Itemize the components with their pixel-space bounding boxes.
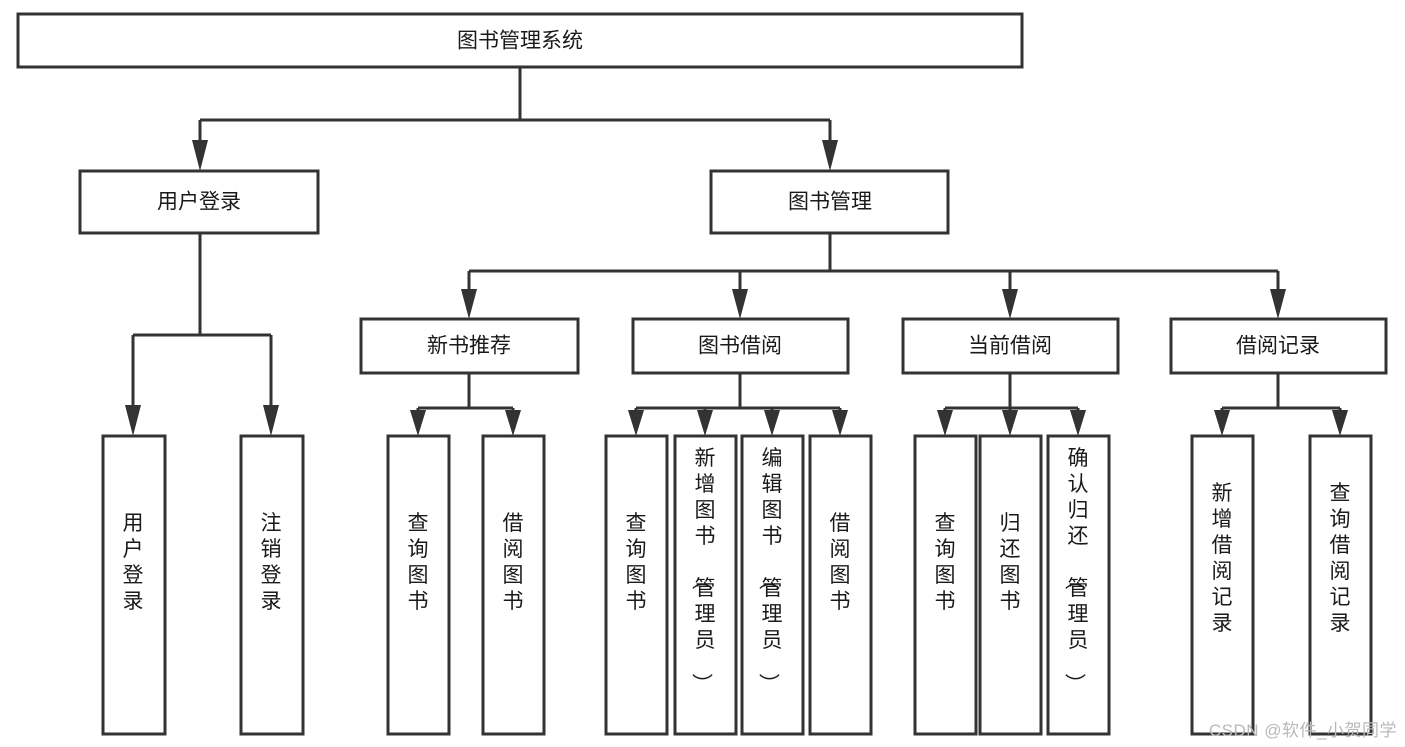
leaf-user-logout-box[interactable] [239,434,305,736]
arrow-head-leaf-user-login [125,405,141,436]
leaf-add-book-box[interactable] [673,434,738,736]
leaf-return-book-label: 归还图书 [1000,512,1021,613]
node-root[interactable]: 图书管理系统 [16,12,1024,69]
arrow-head-current-borrow [1002,289,1018,319]
leaf-user-logout-label: 注销登录 [261,512,282,613]
leaf-query-book-1[interactable]: 查询图书 [386,434,451,736]
leaf-query-book-1-label: 查询图书 [408,512,429,613]
node-borrow-record-label: 借阅记录 [1236,335,1320,358]
arrow-head-leaf-borrow-book-1 [505,410,521,436]
node-borrow-record[interactable]: 借阅记录 [1169,317,1388,375]
leaf-query-record-label: 查询借阅记录 [1330,482,1351,635]
node-book-manage-box[interactable] [709,169,950,235]
node-new-book-recommend-label: 新书推荐 [427,335,511,358]
arrow-head-leaf-borrow-book-2 [832,410,848,436]
node-book-borrow-label: 图书借阅 [698,335,782,358]
arrow-head-leaf-query-book-1 [410,410,426,436]
arrow-head-leaf-edit-book [764,410,780,436]
node-root-label: 图书管理系统 [457,30,583,53]
leaf-confirm-return-box[interactable] [1046,434,1111,736]
node-book-manage[interactable]: 图书管理 [709,169,950,235]
leaf-query-record-box[interactable] [1308,434,1373,736]
node-user-login[interactable]: 用户登录 [78,169,320,235]
leaf-query-book-2[interactable]: 查询图书 [604,434,669,736]
leaf-query-book-2-label: 查询图书 [626,512,647,613]
arrow-head-new-book-recommend [461,289,477,319]
leaf-borrow-book-1[interactable]: 借阅图书 [481,434,546,736]
node-user-login-label: 用户登录 [157,191,241,214]
leaf-confirm-return-label: 确认归还（管理员） [1063,447,1089,694]
node-current-borrow-box[interactable] [901,317,1120,375]
leaf-query-book-3-label: 查询图书 [935,512,956,613]
leaf-user-login[interactable]: 用户登录 [101,434,167,736]
leaf-return-book[interactable]: 归还图书 [978,434,1043,736]
connector-group-book-manage [461,233,1286,319]
leaf-query-record[interactable]: 查询借阅记录 [1308,434,1373,736]
leaf-borrow-book-1-box[interactable] [481,434,546,736]
leaf-edit-book-label: 编辑图书（管理员） [757,447,783,694]
connector-group-borrow-record [1214,373,1348,436]
connector-group-root [192,67,838,171]
leaf-borrow-book-1-label: 借阅图书 [503,512,524,613]
leaf-borrow-book-2-box[interactable] [808,434,873,736]
leaf-add-record-box[interactable] [1190,434,1255,736]
leaf-query-book-1-box[interactable] [386,434,451,736]
leaf-query-book-3-box[interactable] [913,434,978,736]
leaf-add-record[interactable]: 新增借阅记录 [1190,434,1255,736]
node-book-manage-label: 图书管理 [788,191,872,214]
arrow-head-leaf-add-record [1214,410,1230,436]
node-book-borrow-box[interactable] [631,317,850,375]
node-root-box[interactable] [16,12,1024,69]
arrow-head-leaf-confirm-return [1070,410,1086,436]
leaf-query-book-2-box[interactable] [604,434,669,736]
arrow-head-leaf-add-book [697,410,713,436]
node-user-login-box[interactable] [78,169,320,235]
arrow-head-bookmanage [822,140,838,171]
leaf-add-record-label: 新增借阅记录 [1212,482,1233,635]
leaf-user-login-box[interactable] [101,434,167,736]
connector-group-new-book-recommend [410,373,521,436]
node-book-borrow[interactable]: 图书借阅 [631,317,850,375]
leaf-user-login-label: 用户登录 [123,512,144,613]
arrow-head-leaf-query-book-3 [937,410,953,436]
arrow-head-leaf-query-book-2 [628,410,644,436]
connector-group-book-borrow [628,373,848,436]
leaf-edit-book-box[interactable] [740,434,805,736]
arrow-head-book-borrow [732,289,748,319]
leaf-edit-book[interactable]: 编辑图书（管理员） [740,434,805,736]
node-borrow-record-box[interactable] [1169,317,1388,375]
leaf-confirm-return[interactable]: 确认归还（管理员） [1046,434,1111,736]
arrow-head-borrow-record [1270,289,1286,319]
arrow-head-leaf-query-record [1332,410,1348,436]
node-current-borrow-label: 当前借阅 [968,335,1052,358]
arrow-head-leaf-return-book [1002,410,1018,436]
leaf-query-book-3[interactable]: 查询图书 [913,434,978,736]
arrow-head-leaf-user-logout [263,405,279,436]
node-new-book-recommend[interactable]: 新书推荐 [359,317,580,375]
node-new-book-recommend-box[interactable] [359,317,580,375]
leaf-borrow-book-2[interactable]: 借阅图书 [808,434,873,736]
node-current-borrow[interactable]: 当前借阅 [901,317,1120,375]
leaf-return-book-box[interactable] [978,434,1043,736]
connector-group-user-login [125,233,279,436]
leaf-user-logout[interactable]: 注销登录 [239,434,305,736]
connector-group-current-borrow [937,373,1086,436]
leaf-add-book[interactable]: 新增图书（管理员） [673,434,738,736]
arrow-head-userlogin [192,140,208,171]
leaf-add-book-label: 新增图书（管理员） [690,447,716,694]
leaf-borrow-book-2-label: 借阅图书 [830,512,851,613]
csdn-watermark: CSDN @软件_小贺同学 [1208,721,1397,740]
